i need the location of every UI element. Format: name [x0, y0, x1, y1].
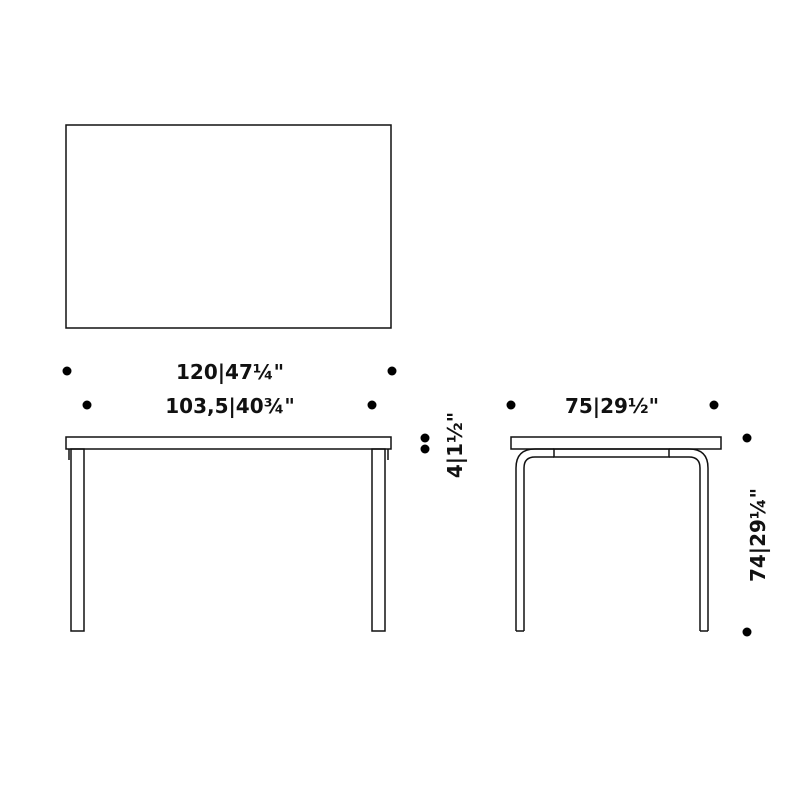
side-view — [510, 436, 722, 632]
top-view-tabletop — [65, 124, 392, 329]
leg-span-label: 103,5|40¾" — [165, 394, 295, 418]
side-left-leg — [515, 448, 554, 631]
overall-length-label: 120|47¼" — [176, 360, 284, 384]
side-right-leg — [669, 448, 709, 631]
side-left-leg-inner — [523, 456, 554, 631]
depth-label: 75|29½" — [565, 394, 659, 418]
height-label: 74|29¼" — [746, 488, 770, 582]
side-tabletop — [510, 436, 722, 450]
top-thickness-label: 4|1½" — [443, 412, 467, 478]
side-apron — [553, 448, 670, 458]
front-tabletop — [65, 436, 392, 450]
front-right-leg — [371, 448, 386, 632]
front-left-leg — [70, 448, 85, 632]
front-view — [65, 436, 392, 632]
dimension-markers — [62, 366, 752, 637]
side-right-leg-inner — [669, 456, 701, 631]
